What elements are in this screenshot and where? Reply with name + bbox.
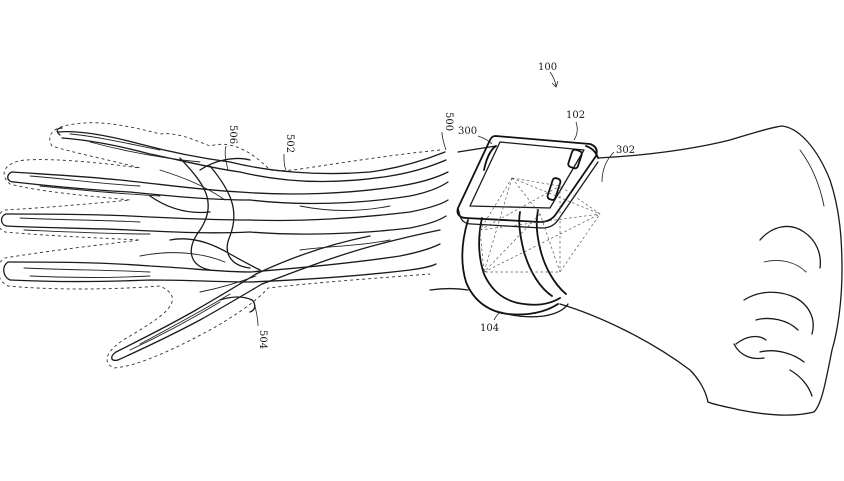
fist-outline <box>708 126 842 415</box>
label-100: 100 <box>538 62 557 73</box>
label-502: 502 <box>284 134 295 153</box>
label-500: 500 <box>443 112 454 131</box>
watch-case <box>457 136 598 228</box>
label-104: 104 <box>480 323 499 334</box>
label-300: 300 <box>458 126 477 137</box>
reference-numerals: 100 102 300 302 500 502 506 504 104 <box>225 62 635 349</box>
vein-strokes <box>2 128 449 360</box>
arm-drawing <box>430 126 842 415</box>
label-302: 302 <box>616 145 635 156</box>
hand-vein-diagram <box>0 123 448 368</box>
label-506: 506 <box>227 125 238 144</box>
label-504: 504 <box>257 330 268 349</box>
label-102: 102 <box>566 110 585 121</box>
forearm-bottom-edge <box>430 289 708 403</box>
watch-band <box>462 146 598 315</box>
fist-knuckles <box>736 226 820 396</box>
